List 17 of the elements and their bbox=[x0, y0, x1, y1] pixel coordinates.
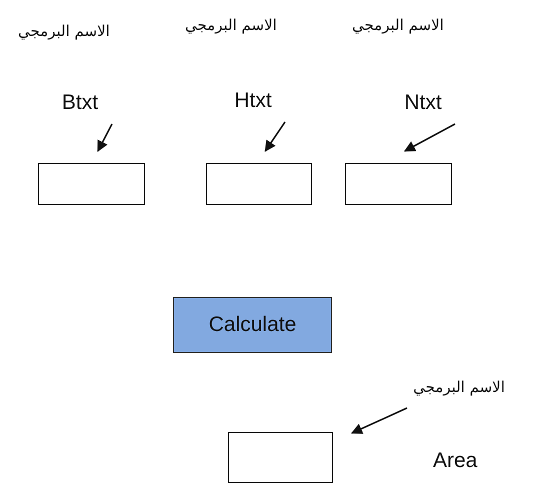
field-name-label: Htxt bbox=[218, 86, 288, 116]
arrow bbox=[350, 407, 408, 434]
input-field bbox=[206, 163, 312, 205]
field-name-label: Btxt bbox=[45, 88, 115, 118]
arrow bbox=[404, 123, 456, 152]
output-label: Area bbox=[433, 449, 478, 473]
arrow bbox=[97, 124, 113, 152]
arrow bbox=[264, 122, 286, 152]
field-name-label: Ntxt bbox=[388, 88, 458, 118]
input-field bbox=[228, 432, 333, 483]
input-field bbox=[345, 163, 452, 205]
variable-name-label: الاسم البرمجي bbox=[380, 372, 538, 402]
calculate-button: Calculate bbox=[173, 297, 332, 353]
input-field bbox=[38, 163, 145, 205]
variable-name-label: الاسم البرمجي bbox=[18, 22, 110, 40]
variable-name-label: الاسم البرمجي bbox=[185, 16, 277, 34]
variable-name-label: الاسم البرمجي bbox=[352, 16, 444, 34]
